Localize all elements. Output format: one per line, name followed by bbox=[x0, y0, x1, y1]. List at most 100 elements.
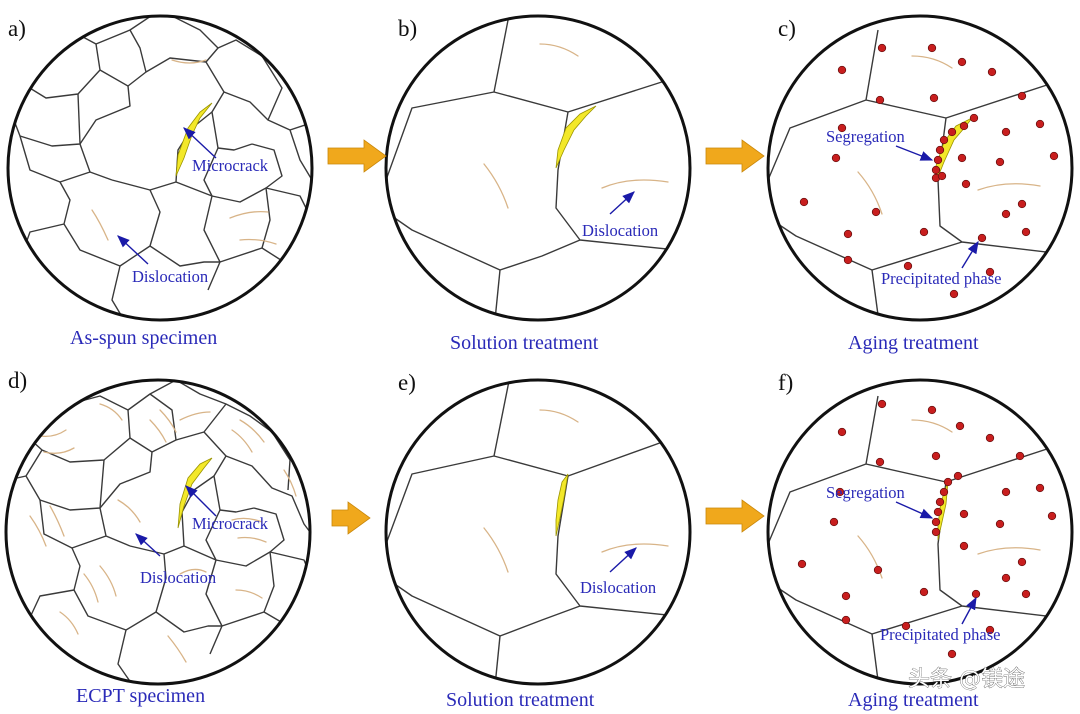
panel-f-precipitates bbox=[797, 399, 1057, 659]
precipitate-particle bbox=[875, 95, 885, 105]
dislocation-arrow bbox=[135, 533, 161, 557]
precipitate-particle bbox=[933, 155, 943, 165]
precipitate-particle bbox=[797, 559, 807, 569]
precipitate-particle bbox=[1035, 483, 1045, 493]
segregation-label: Segregation bbox=[826, 483, 905, 502]
precipitate-particle bbox=[985, 267, 995, 277]
precipitate-particle bbox=[959, 121, 969, 131]
precipitate-particle bbox=[939, 135, 949, 145]
panel-f: Segregation Precipitated phase f) Aging … bbox=[766, 370, 1074, 711]
panel-caption: Aging treatment bbox=[848, 332, 979, 354]
precipitate-particle bbox=[947, 127, 957, 137]
panel-letter: c) bbox=[778, 16, 796, 41]
precipitate-particle bbox=[1049, 151, 1059, 161]
panel-b-ring bbox=[384, 14, 692, 322]
precipitate-particle bbox=[877, 43, 887, 53]
precipitate-particle bbox=[985, 433, 995, 443]
microcrack-label: Microcrack bbox=[192, 156, 269, 175]
precipitate-particle bbox=[955, 421, 965, 431]
precipitate-particle bbox=[1001, 487, 1011, 497]
precipitate-particle bbox=[829, 517, 839, 527]
precipitate-particle bbox=[931, 517, 941, 527]
precipitate-particle bbox=[901, 621, 911, 631]
precipitate-particle bbox=[987, 67, 997, 77]
precipitate-particle bbox=[873, 565, 883, 575]
panel-f-ring bbox=[766, 378, 1074, 686]
precipitate-particle bbox=[831, 153, 841, 163]
panel-c-precipitates bbox=[799, 43, 1059, 299]
dislocation-label: Dislocation bbox=[132, 267, 208, 286]
precipitate-particle bbox=[971, 589, 981, 599]
dislocation-arrow bbox=[609, 191, 635, 215]
precipitate-particle bbox=[1001, 209, 1011, 219]
precipitate-particle bbox=[995, 157, 1005, 167]
microcrack-label: Microcrack bbox=[192, 514, 269, 533]
precipitate-particle bbox=[841, 591, 851, 601]
precipitate-particle bbox=[947, 649, 957, 659]
precipitate-particle bbox=[875, 457, 885, 467]
precipitate-particle bbox=[837, 65, 847, 75]
precipitated-label: Precipitated phase bbox=[880, 625, 1001, 644]
precipitate-particle bbox=[1017, 199, 1027, 209]
panel-caption: Solution treatment bbox=[446, 689, 595, 711]
precipitate-particle bbox=[1017, 91, 1027, 101]
precipitate-particle bbox=[939, 487, 949, 497]
precipitate-particle bbox=[985, 625, 995, 635]
precipitate-particle bbox=[1021, 589, 1031, 599]
precipitate-particle bbox=[877, 399, 887, 409]
panel-letter: b) bbox=[398, 16, 417, 41]
dislocation-arrow bbox=[117, 235, 149, 265]
watermark-text: 头条 @镁途 bbox=[908, 667, 1025, 692]
precipitate-particle bbox=[935, 145, 945, 155]
panel-caption: Solution treatment bbox=[450, 332, 599, 354]
panel-caption: ECPT specimen bbox=[76, 685, 205, 707]
precipitate-particle bbox=[957, 57, 967, 67]
panel-letter: d) bbox=[8, 368, 27, 393]
panel-caption: Aging treatment bbox=[848, 689, 979, 711]
precipitate-particle bbox=[957, 153, 967, 163]
precipitate-particle bbox=[931, 451, 941, 461]
panel-caption: As-spun specimen bbox=[70, 327, 217, 349]
precipitated-label: Precipitated phase bbox=[881, 269, 1002, 288]
microcrack-arrow bbox=[183, 127, 217, 159]
precipitate-particle bbox=[919, 227, 929, 237]
panel-letter: f) bbox=[778, 370, 793, 395]
panel-b-grains bbox=[386, 16, 690, 320]
process-arrow-a-b bbox=[327, 139, 387, 173]
process-arrow-d-e bbox=[331, 501, 371, 535]
precipitate-particle bbox=[871, 207, 881, 217]
panel-letter: a) bbox=[8, 16, 26, 41]
precipitate-particle bbox=[953, 471, 963, 481]
microcrack-arrow bbox=[185, 485, 217, 517]
segregation-arrow bbox=[895, 145, 934, 161]
precipitate-particle bbox=[843, 229, 853, 239]
precipitate-particle bbox=[961, 179, 971, 189]
dislocation-arrow bbox=[609, 547, 637, 573]
segregation-arrow bbox=[895, 501, 934, 519]
precipitate-particle bbox=[935, 497, 945, 507]
precipitate-particle bbox=[1017, 557, 1027, 567]
precipitate-particle bbox=[919, 587, 929, 597]
panel-d-ring bbox=[4, 378, 312, 686]
dislocation-label: Dislocation bbox=[582, 221, 658, 240]
precipitate-particle bbox=[969, 113, 979, 123]
precipitate-particle bbox=[977, 233, 987, 243]
precipitated-arrow bbox=[961, 596, 977, 625]
panel-b: Dislocation b) Solution treatment bbox=[384, 14, 692, 354]
precipitate-particle bbox=[835, 487, 845, 497]
precipitate-particle bbox=[949, 289, 959, 299]
panel-f-grains bbox=[768, 395, 1072, 684]
panel-a: Microcrack Dislocation a) As-spun specim… bbox=[6, 14, 314, 349]
precipitate-particle bbox=[1047, 511, 1057, 521]
process-arrow-b-c bbox=[705, 139, 765, 173]
precipitate-particle bbox=[937, 171, 947, 181]
precipitate-particle bbox=[929, 93, 939, 103]
precipitate-particle bbox=[1001, 573, 1011, 583]
microcrack-shape bbox=[555, 473, 569, 537]
precipitate-particle bbox=[959, 541, 969, 551]
panel-e-ring bbox=[384, 378, 692, 686]
precipitate-particle bbox=[927, 43, 937, 53]
precipitate-particle bbox=[927, 405, 937, 415]
precipitate-particle bbox=[903, 261, 913, 271]
